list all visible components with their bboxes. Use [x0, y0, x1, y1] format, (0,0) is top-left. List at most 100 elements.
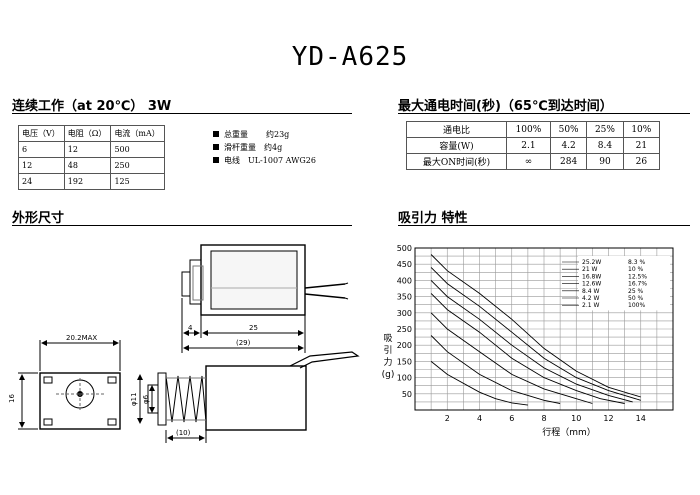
- x-tick-label: 10: [571, 414, 581, 423]
- series-line: [430, 280, 633, 403]
- dim-20-2max: 20.2MAX: [66, 334, 97, 342]
- cell: 48: [63, 157, 112, 174]
- y-tick-label: 350: [397, 293, 412, 302]
- y-axis-label: 吸引力 (g): [382, 333, 395, 380]
- continuous-table: 电压（V） 电阻（Ω） 电流（mA） 6 12 500 12 48 250 24…: [18, 125, 165, 190]
- cell: 12: [18, 157, 65, 174]
- legend-watt: 8.4 W: [582, 288, 599, 295]
- front-frame: [39, 372, 121, 430]
- legend-duty: 10 %: [628, 266, 644, 273]
- spring-box: [192, 265, 204, 301]
- cell: 2.1: [505, 137, 551, 154]
- legend-duty: 100%: [628, 302, 645, 309]
- series-line: [430, 312, 593, 404]
- series-line: [430, 267, 641, 401]
- section-divider: [12, 113, 352, 114]
- dim-25: 25: [249, 324, 258, 332]
- cell: 8.4: [586, 137, 624, 154]
- cell: 284: [549, 153, 588, 170]
- x-tick-label: 14: [636, 414, 646, 423]
- legend-watt: 12.6W: [582, 281, 601, 288]
- max-on-table: 通电比 100% 50% 25% 10% 容量(W) 2.1 4.2 8.4 2…: [406, 121, 661, 170]
- lower-frame: [205, 365, 307, 431]
- legend-duty: 12.5%: [628, 273, 647, 280]
- dim-10: (10): [176, 429, 191, 437]
- cell: 通电比: [406, 121, 507, 138]
- section-divider: [12, 225, 352, 226]
- dim-29: (29): [236, 339, 251, 347]
- series-line: [430, 254, 641, 398]
- y-tick-label: 150: [397, 357, 412, 366]
- cell: 192: [63, 173, 112, 190]
- table-header-row: 电压（V） 电阻（Ω） 电流（mA）: [18, 125, 165, 142]
- cell: 21: [622, 137, 661, 154]
- legend-watt: 2.1 W: [582, 302, 599, 309]
- cell: 125: [110, 173, 165, 190]
- table-row: 通电比 100% 50% 25% 10%: [406, 121, 661, 138]
- y-label-char: 力: [383, 356, 392, 368]
- x-axis-label: 行程（mm）: [542, 426, 596, 438]
- table-row: 24 192 125: [18, 173, 165, 190]
- dim-16: 16: [8, 394, 16, 403]
- cell: 26: [622, 153, 661, 170]
- dimension-drawing: 4 25 (29) 20.2MAX 16 φ11 φ6 (10): [8, 244, 360, 443]
- table-row: 容量(W) 2.1 4.2 8.4 21: [406, 137, 661, 154]
- legend-watt: 25.2W: [582, 259, 601, 266]
- y-label-char: 引: [383, 345, 392, 356]
- y-label-char: 吸: [383, 333, 392, 344]
- bullet-square-icon: [213, 131, 219, 137]
- cell: 250: [110, 157, 165, 174]
- chart-heading: 吸引力 特性: [398, 211, 468, 226]
- cell: 容量(W): [406, 137, 507, 154]
- cell: 50%: [549, 121, 588, 138]
- cell: 10%: [622, 121, 661, 138]
- dim-phi6: φ6: [142, 394, 150, 404]
- cell: 6: [18, 141, 65, 158]
- coil-body: [210, 250, 298, 310]
- header-current: 电流（mA）: [110, 125, 165, 142]
- x-tick-label: 4: [477, 414, 482, 423]
- dim-phi11: φ11: [130, 392, 138, 406]
- legend-duty: 16.7%: [628, 281, 647, 288]
- legend-duty: 25 %: [628, 288, 644, 295]
- y-tick-label: 300: [397, 309, 412, 318]
- spec-item: 滑杆重量约4g: [213, 141, 316, 154]
- x-tick-label: 8: [541, 414, 546, 423]
- lower-flange: [157, 372, 167, 426]
- dimensions-heading: 外形尺寸: [12, 211, 65, 226]
- legend-background: [578, 256, 670, 311]
- cell: 24: [18, 173, 65, 190]
- table-row: 最大ON时间(秒) ∞ 284 90 26: [406, 153, 661, 170]
- cell: 12: [63, 141, 112, 158]
- spring: [165, 375, 207, 423]
- dim-4: 4: [188, 324, 193, 332]
- y-tick-label: 500: [397, 244, 412, 253]
- y-tick-label: 200: [397, 341, 412, 350]
- bullet-square-icon: [213, 144, 219, 150]
- series-line: [430, 361, 528, 406]
- series-line: [430, 293, 625, 404]
- section-divider: [398, 225, 690, 226]
- max-on-heading: 最大通电时间(秒)（65℃到达时间）: [398, 99, 613, 114]
- legend-duty: 8.3 %: [628, 259, 645, 266]
- x-tick-label: 2: [445, 414, 450, 423]
- cell: 100%: [505, 121, 551, 138]
- cell: 90: [586, 153, 624, 170]
- spec-item: 总重量约23g: [213, 128, 316, 141]
- header-voltage: 电压（V）: [18, 125, 65, 142]
- cell: 500: [110, 141, 165, 158]
- y-tick-label: 450: [397, 260, 412, 269]
- continuous-heading: 连续工作（at 20℃） 3W: [12, 99, 172, 114]
- cell: ∞: [505, 153, 551, 170]
- page-title: YD-A625: [291, 42, 409, 72]
- y-label-unit: (g): [382, 370, 395, 380]
- legend-watt: 21 W: [582, 266, 598, 273]
- y-tick-label: 400: [397, 276, 412, 285]
- header-resistance: 电阻（Ω）: [63, 125, 112, 142]
- plunger-cap: [181, 271, 191, 297]
- x-tick-label: 12: [603, 414, 613, 423]
